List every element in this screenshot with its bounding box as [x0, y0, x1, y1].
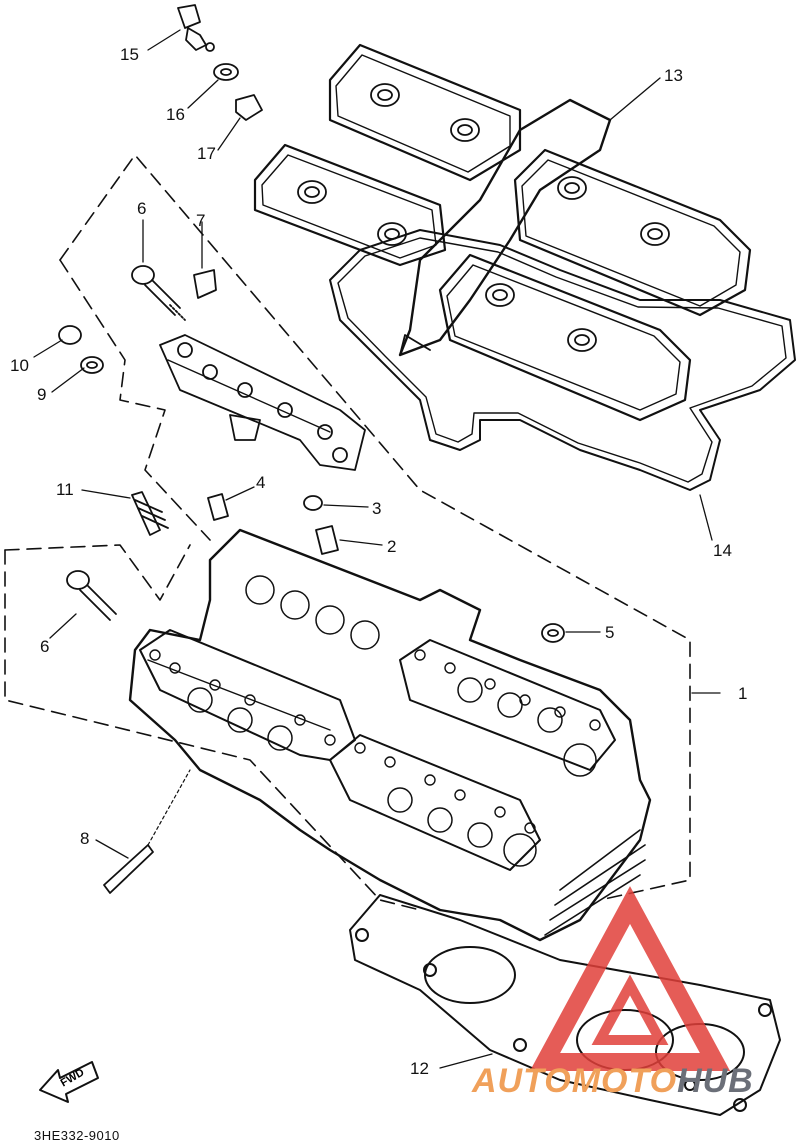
callout-16: 16 — [166, 105, 185, 124]
cylinder-head — [128, 528, 652, 942]
callout-7: 7 — [196, 211, 206, 230]
leader-lines — [33, 29, 721, 1069]
watermark-logo — [529, 886, 731, 1071]
callout-2: 2 — [387, 537, 397, 556]
callout-8: 8 — [80, 829, 90, 848]
plugs-and-pins — [131, 491, 339, 555]
callout-6-upper: 6 — [137, 199, 147, 218]
fwd-arrow — [39, 1061, 99, 1103]
cover-bolt-set — [177, 4, 263, 121]
rocker-arm-assembly — [159, 334, 366, 471]
callout-9: 9 — [37, 385, 47, 404]
watermark-text: AUTOMOTOHUB — [472, 1062, 754, 1101]
callout-17: 17 — [197, 144, 216, 163]
watermark-word-b: HUB — [677, 1062, 754, 1100]
head-cover-gasket — [329, 229, 796, 491]
callout-12: 12 — [410, 1059, 429, 1078]
callout-11: 11 — [56, 480, 74, 499]
callout-13: 13 — [664, 66, 683, 85]
callout-1: 1 — [738, 684, 748, 703]
callout-6-lower: 6 — [40, 637, 50, 656]
watermark-word-a: AUTOMOTO — [472, 1062, 678, 1100]
callout-4: 4 — [256, 473, 266, 492]
upper-bolts — [58, 265, 217, 374]
assembly-boundary-upper — [59, 154, 691, 901]
callout-14: 14 — [713, 541, 732, 560]
assembly-boundary-lower — [4, 544, 421, 911]
part-code: 3HE332-9010 — [34, 1128, 120, 1143]
callout-15: 15 — [120, 45, 139, 64]
callout-5: 5 — [605, 623, 615, 642]
callout-10: 10 — [10, 356, 29, 375]
lower-fasteners — [66, 570, 565, 894]
callout-3: 3 — [372, 499, 382, 518]
cylinder-head-cover — [253, 43, 796, 491]
